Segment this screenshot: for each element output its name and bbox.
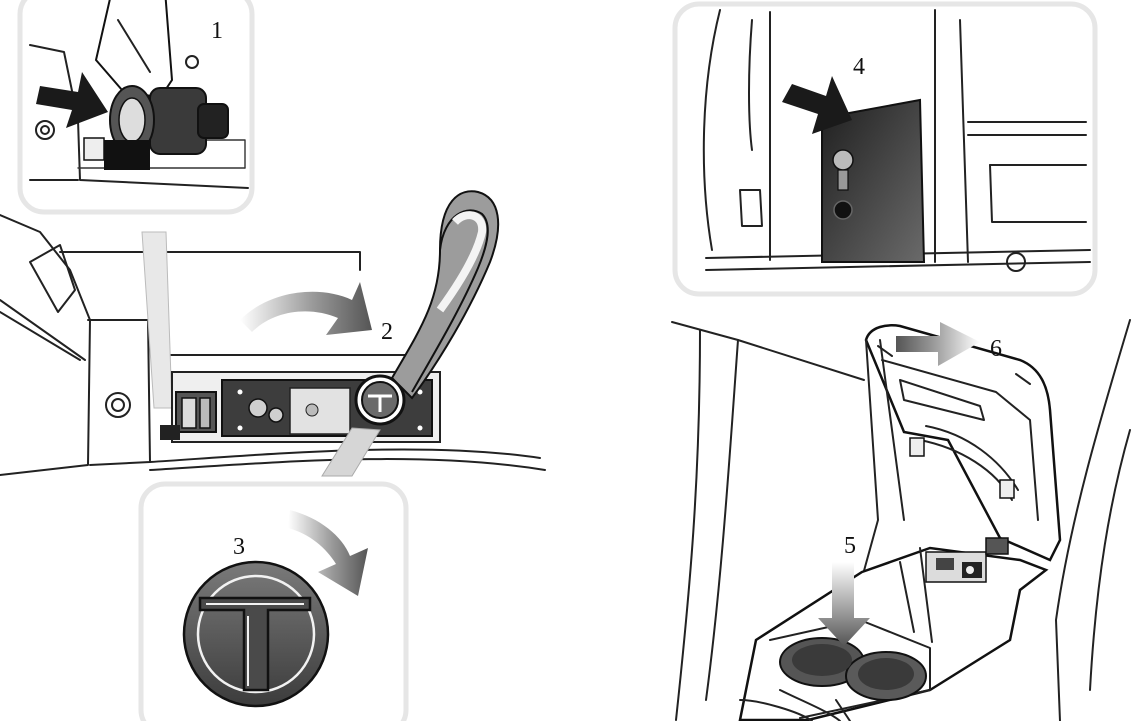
console-scene: [671, 319, 1131, 721]
callout-1: 1: [211, 18, 223, 44]
callout-2: 2: [381, 319, 393, 345]
press-arrow-4: [782, 76, 852, 134]
inset-4: 4: [672, 1, 1098, 297]
callout-5: 5: [844, 533, 856, 559]
inset-1: 1: [17, 0, 255, 215]
callout-3: 3: [233, 534, 245, 560]
inset-3: 3: [138, 481, 409, 721]
slide-arrow-6: [896, 322, 980, 366]
rotate-arrow-3: [288, 510, 368, 596]
press-arrow-1: [36, 72, 108, 128]
panel-scene: [0, 190, 546, 477]
callout-4: 4: [853, 54, 865, 80]
rotate-arrow-2: [240, 282, 372, 335]
callout-6: 6: [990, 336, 1002, 362]
press-arrow-5: [818, 562, 870, 646]
